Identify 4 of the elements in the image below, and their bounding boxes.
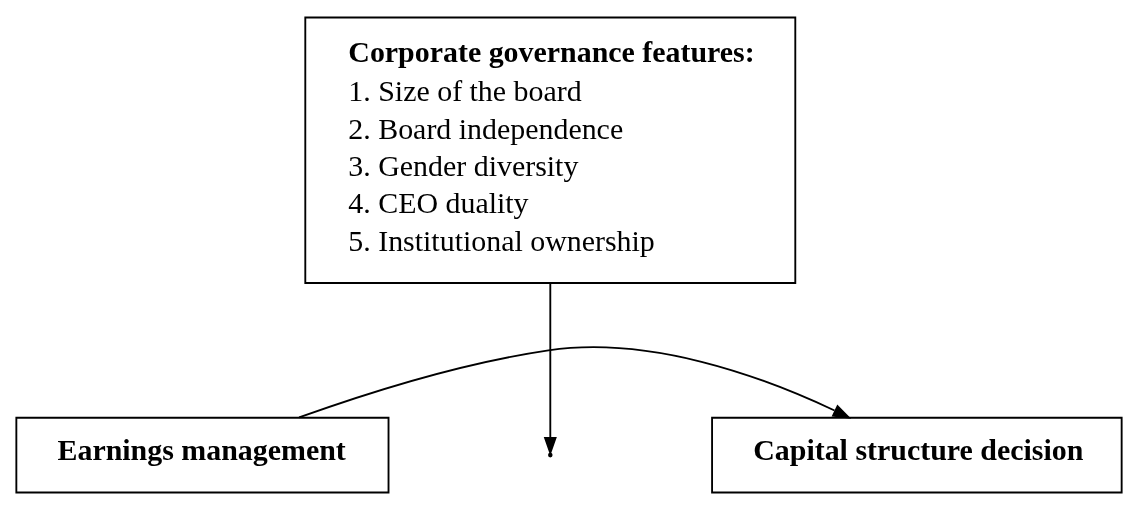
node-box: Corporate governance features: 1. Size of the board 2. Board independence 3. Gender diversity 4. CEO duality 5. Institutional ownership — [304, 16, 797, 284]
node-box: Capital structure decision — [711, 416, 1123, 493]
node-box: Earnings management — [15, 416, 390, 493]
arrow — [298, 345, 852, 419]
